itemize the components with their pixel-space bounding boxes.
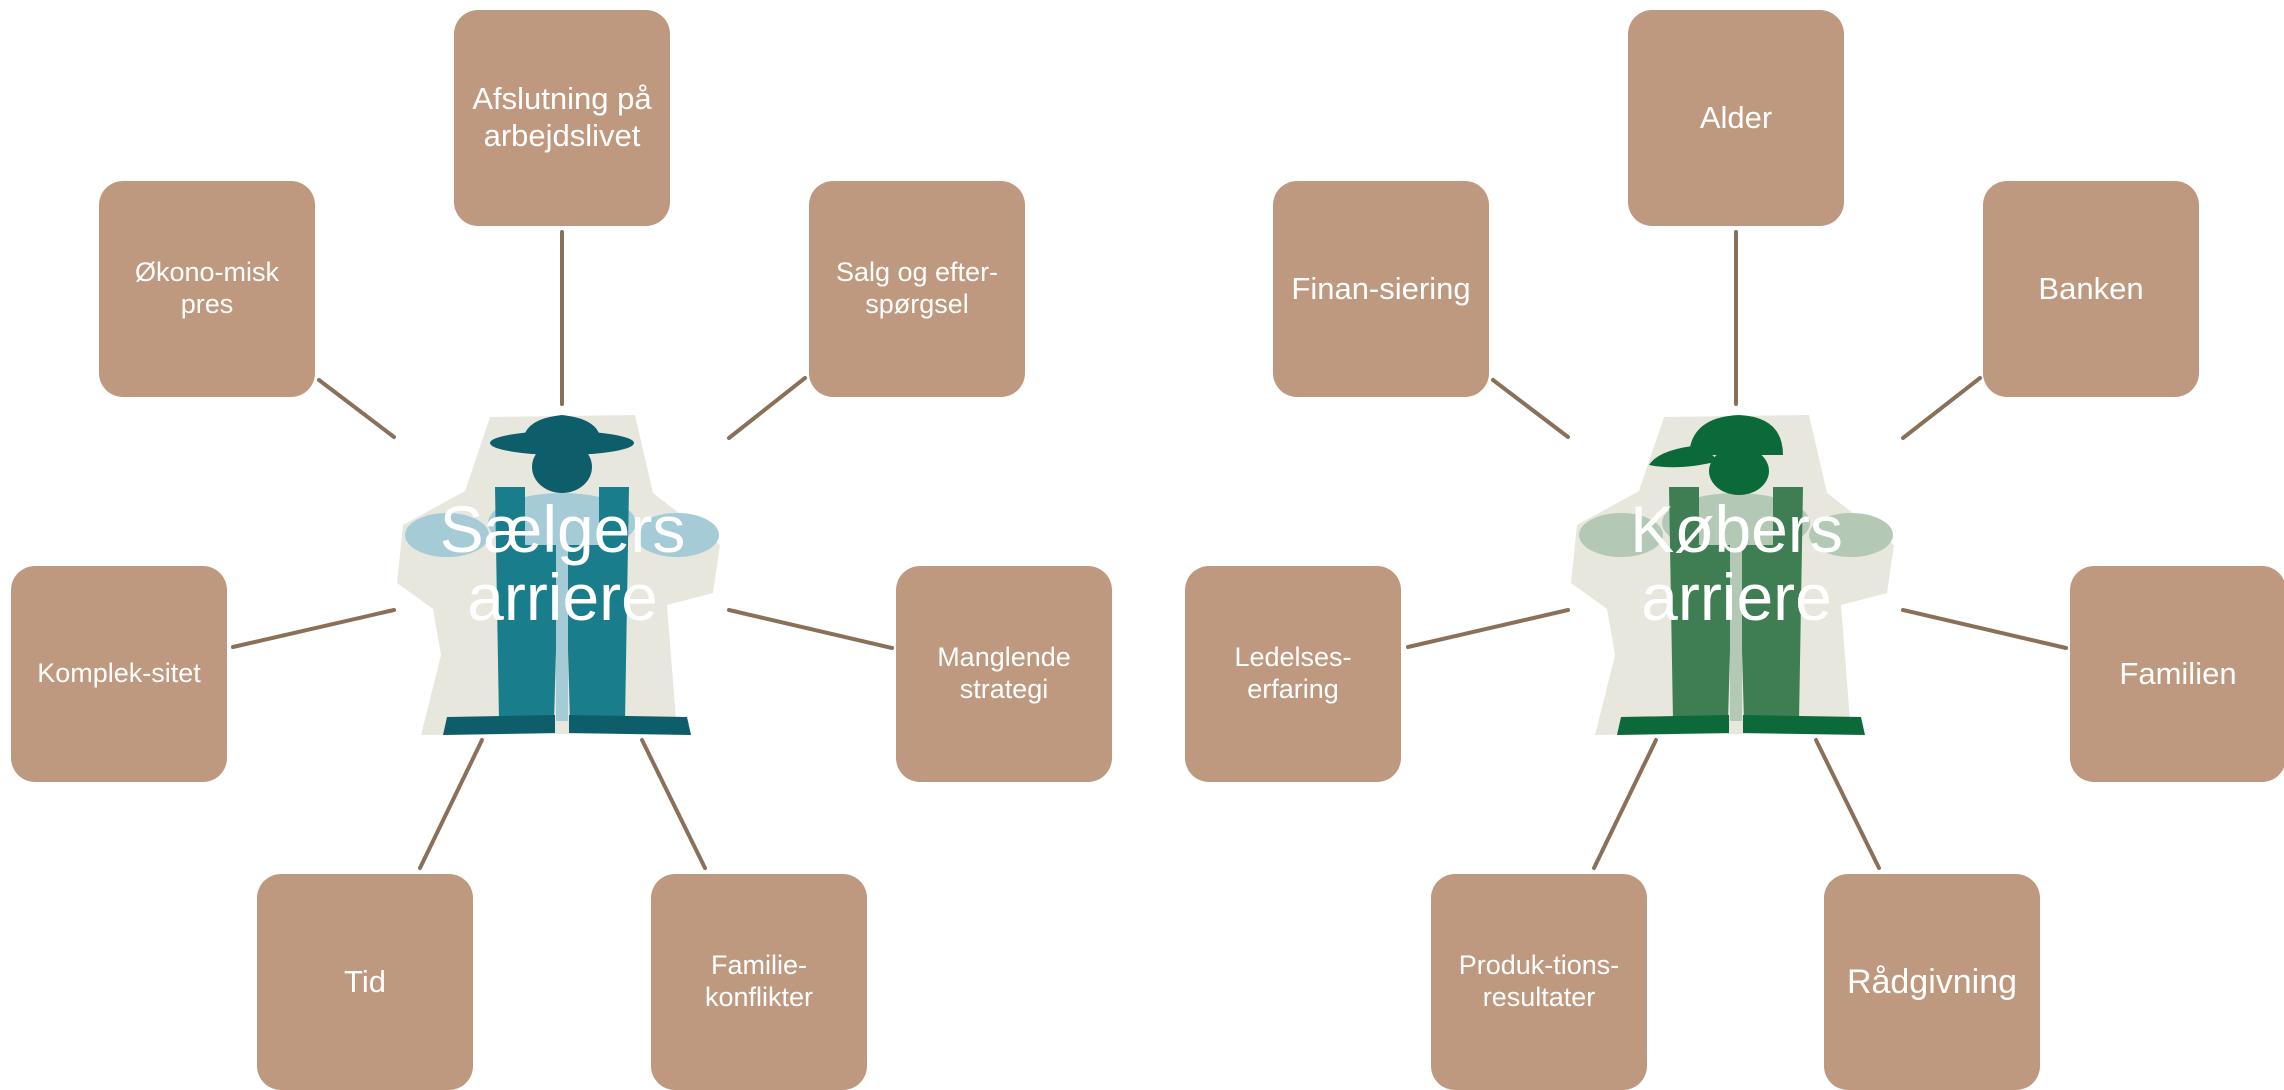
buyer-barrier-box: Familien bbox=[2070, 566, 2284, 782]
seller-barrier-box: Tid bbox=[257, 874, 473, 1090]
farmer-cap-icon bbox=[1649, 415, 1783, 495]
seller-barrier-box: Salg og efter-spørgsel bbox=[809, 181, 1025, 397]
seller-barrier-label: Manglende strategi bbox=[937, 642, 1071, 704]
buyer-barrier-box: Rådgivning bbox=[1824, 874, 2040, 1090]
buyer-barrier-label: Ledelses-erfaring bbox=[1234, 642, 1352, 704]
buyer-connector-right bbox=[1901, 608, 2068, 650]
buyer-title-line1: Købers bbox=[1630, 496, 1843, 566]
buyer-center-title: Købers arriere bbox=[1569, 496, 1904, 632]
buyer-farmer-figure bbox=[1571, 415, 1894, 735]
seller-barrier-label: Økono-misk pres bbox=[134, 257, 280, 319]
seller-barrier-label: Afslutning på arbejdslivet bbox=[472, 81, 652, 153]
buyer-title-line2: arriere bbox=[1641, 559, 1832, 632]
seller-barrier-box: Familie-konflikter bbox=[651, 874, 867, 1090]
seller-connector-top-right bbox=[727, 376, 807, 440]
buyer-barrier-label: Produk-tions-resultater bbox=[1458, 950, 1620, 1012]
seller-title-line1: Sælgers bbox=[439, 496, 686, 566]
seller-connector-bottom-left bbox=[418, 738, 484, 870]
seller-barrier-label: Komplek-sitet bbox=[37, 658, 201, 689]
buyer-barrier-box: Ledelses-erfaring bbox=[1185, 566, 1401, 782]
buyer-barrier-box: Banken bbox=[1983, 181, 2199, 397]
seller-center-title: Sælgers arriere bbox=[395, 496, 730, 632]
buyer-connector-bottom-left bbox=[1592, 738, 1658, 870]
seller-title-line2: arriere bbox=[467, 559, 658, 632]
buyer-barrier-box: Alder bbox=[1628, 10, 1844, 226]
buyer-barrier-label: Familien bbox=[2119, 655, 2237, 691]
buyer-connector-top-left bbox=[1491, 378, 1570, 439]
seller-connector-bottom-right bbox=[640, 738, 707, 870]
seller-connector-top-left bbox=[317, 378, 396, 439]
seller-barrier-box: Komplek-sitet bbox=[11, 566, 227, 782]
buyer-barrier-label: Rådgivning bbox=[1846, 962, 2018, 1001]
seller-farmer-figure bbox=[397, 415, 720, 735]
farmer-hat-icon bbox=[490, 415, 634, 493]
seller-barrier-label: Familie-konflikter bbox=[704, 950, 814, 1012]
seller-barrier-box: Økono-misk pres bbox=[99, 181, 315, 397]
buyer-barrier-label: Finan-siering bbox=[1291, 270, 1471, 306]
seller-connector-left bbox=[231, 608, 396, 649]
seller-barrier-box: Afslutning på arbejdslivet bbox=[454, 10, 670, 226]
buyer-barrier-label: Alder bbox=[1699, 99, 1773, 135]
seller-connector-right bbox=[727, 608, 894, 650]
buyer-connector-top-right bbox=[1901, 376, 1982, 440]
buyer-connector-bottom-right bbox=[1814, 738, 1881, 870]
buyer-connector-left bbox=[1406, 608, 1570, 649]
seller-barrier-box: Manglende strategi bbox=[896, 566, 1112, 782]
buyer-barrier-box: Finan-siering bbox=[1273, 181, 1489, 397]
seller-barrier-label: Tid bbox=[344, 963, 386, 999]
buyer-barrier-label: Banken bbox=[2038, 270, 2144, 306]
seller-barrier-label: Salg og efter-spørgsel bbox=[835, 257, 999, 319]
buyer-barrier-box: Produk-tions-resultater bbox=[1431, 874, 1647, 1090]
